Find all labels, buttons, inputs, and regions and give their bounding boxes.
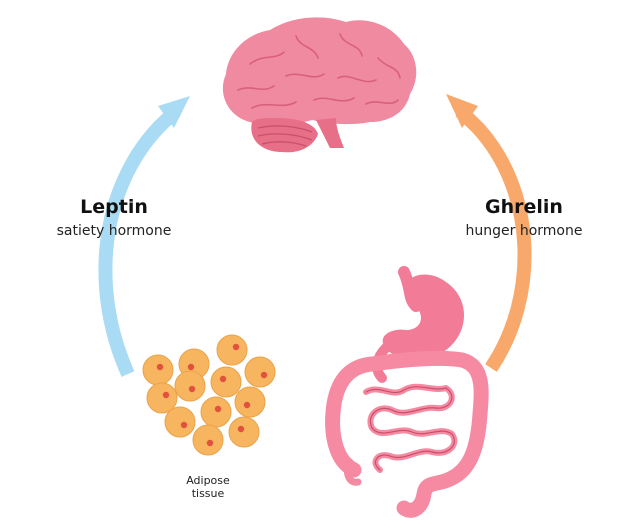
fat-cell-body — [192, 424, 224, 456]
fat-cell-nucleus — [187, 363, 195, 371]
fat-cell-nucleus — [180, 421, 188, 429]
fat-cell — [146, 382, 178, 414]
fat-cell — [200, 396, 232, 428]
leptin-arrow — [98, 96, 190, 377]
fat-cell-body — [234, 386, 266, 418]
ghrelin-title: Ghrelin — [485, 196, 563, 218]
fat-cell-body — [244, 356, 276, 388]
fat-cell — [142, 354, 174, 386]
digestive-system-icon — [325, 266, 489, 518]
fat-cell-nucleus — [243, 401, 251, 409]
adipose-cells-icon — [142, 334, 276, 456]
fat-cell-body — [146, 382, 178, 414]
leptin-title: Leptin — [80, 196, 148, 218]
fat-cell — [234, 386, 266, 418]
stomach — [382, 274, 464, 360]
small-intestine — [363, 383, 458, 473]
fat-cell — [216, 334, 248, 366]
adipose-label-line1: Adipose — [186, 474, 230, 487]
fat-cell-nucleus — [162, 391, 170, 399]
fat-cell — [244, 356, 276, 388]
adipose-tissue-label: Adipose tissue — [168, 474, 248, 500]
fat-cell-nucleus — [219, 375, 227, 383]
fat-cell-nucleus — [237, 425, 245, 433]
small-intestine-highlight — [365, 386, 455, 471]
fat-cell-body — [164, 406, 196, 438]
fat-cell-body — [228, 416, 260, 448]
fat-cell-nucleus — [232, 343, 240, 351]
fat-cell-body — [142, 354, 174, 386]
fat-cell — [228, 416, 260, 448]
ghrelin-arrow — [446, 94, 532, 372]
fat-cell-nucleus — [206, 439, 214, 447]
fat-cell — [174, 370, 206, 402]
fat-cell-body — [210, 366, 242, 398]
brain-stem — [316, 118, 344, 148]
cerebellum-folds — [257, 125, 313, 147]
fat-cell-body — [200, 396, 232, 428]
fat-cell-nucleus — [214, 405, 222, 413]
leptin-arrow-shaft — [98, 105, 181, 377]
fat-cell — [192, 424, 224, 456]
fat-cell-nucleus — [156, 363, 164, 371]
adipose-label-line2: tissue — [191, 487, 225, 500]
appendix — [344, 458, 362, 486]
fat-cell — [210, 366, 242, 398]
fat-cell-body — [174, 370, 206, 402]
brain-cerebrum — [222, 17, 417, 126]
large-intestine — [325, 350, 489, 518]
fat-cell-body — [216, 334, 248, 366]
ghrelin-subtitle: hunger hormone — [465, 223, 583, 239]
brain-icon — [222, 17, 417, 153]
ghrelin-arrow-shaft — [455, 105, 532, 372]
brain-folds — [237, 33, 401, 109]
ghrelin-arrowhead — [446, 94, 478, 128]
leptin-arrowhead — [158, 96, 190, 128]
fat-cell — [164, 406, 196, 438]
leptin-subtitle: satiety hormone — [56, 223, 172, 239]
fat-cell-nucleus — [260, 371, 268, 379]
fat-cell-nucleus — [188, 385, 196, 393]
